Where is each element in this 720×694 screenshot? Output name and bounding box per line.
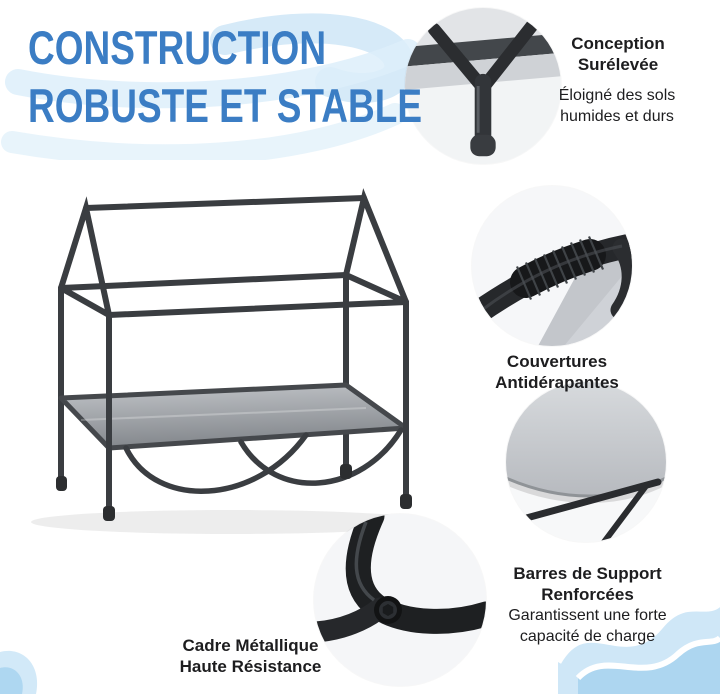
product-photo <box>31 188 431 534</box>
wave-decoration-bottom-left <box>0 650 38 694</box>
detail-photo-support-bar <box>506 382 666 542</box>
feature-body-elevated: Éloigné des sols humides et durs <box>558 87 676 125</box>
detail-photo-raised-leg <box>405 8 561 164</box>
title-line-1: CONSTRUCTION <box>28 22 327 75</box>
feature-heading-elevated: Conception Surélevée <box>571 34 665 74</box>
detail-photo-frame-joint <box>314 514 486 686</box>
detail-photo-non-slip-cover <box>472 186 632 346</box>
feature-heading-covers: Couvertures Antidérapantes <box>495 352 619 392</box>
feature-heading-frame: Cadre Métallique Haute Résistance <box>179 636 322 676</box>
feature-heading-support-bars: Barres de Support Renforcées <box>513 564 662 604</box>
feature-body-support-bars: Garantissent une forte capacité de charg… <box>508 607 667 645</box>
title-line-2: ROBUSTE ET STABLE <box>28 80 422 133</box>
